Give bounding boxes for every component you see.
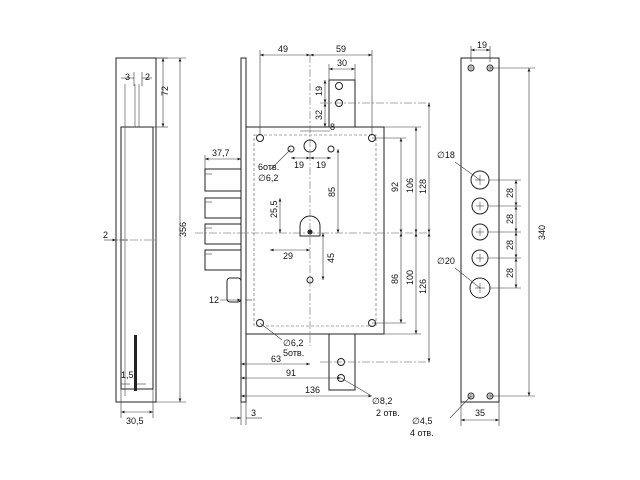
label-2-holes: 2 отв.: [376, 408, 400, 418]
label-hole-6-2-bottom: ∅6,2: [283, 338, 303, 348]
front-view: 49 59 30 19 32 8 19 19 6отв. ∅6,2 37,7 2…: [195, 44, 431, 425]
dim-28-a: 28: [505, 188, 515, 198]
dim-19-a: 19: [294, 160, 304, 170]
dim-91: 91: [286, 368, 296, 378]
faceplate: [460, 57, 500, 403]
mount-hole-bl: [256, 319, 264, 327]
mounting-pattern: [253, 134, 377, 327]
label-diameter-20: ∅20: [437, 256, 455, 266]
label-4-holes: 4 отв.: [410, 428, 434, 438]
bolt-1: [204, 168, 242, 192]
faceplate-view: 19 ∅18 28 28 28 28 ∅20 340 35 ∅4,5 4 отв…: [410, 40, 547, 438]
dim-28-b: 28: [505, 214, 515, 224]
dim-85: 85: [327, 187, 337, 197]
faceplate-edge: [240, 57, 247, 403]
dim-19-b: 19: [316, 160, 326, 170]
dim-136: 136: [305, 385, 320, 395]
dim-128: 128: [418, 179, 428, 194]
dim-side-356: 356: [178, 222, 188, 237]
dim-100: 100: [405, 270, 415, 285]
dim-12: 12: [209, 295, 219, 305]
dim-86: 86: [390, 274, 400, 284]
cylinder-cutout: [299, 215, 321, 237]
dim-92: 92: [390, 182, 400, 192]
dim-25-5: 25,5: [269, 200, 279, 218]
dim-28-c: 28: [505, 240, 515, 250]
upper-bracket: [328, 79, 356, 128]
dim-8: 8: [330, 122, 335, 132]
dim-29: 29: [283, 251, 293, 261]
dim-340: 340: [537, 225, 547, 240]
dim-side-72: 72: [160, 86, 170, 96]
dim-32-v: 32: [314, 110, 324, 120]
label-diameter-18: ∅18: [437, 150, 455, 160]
dim-45: 45: [326, 253, 336, 263]
dim-side-1-5: 1,5: [121, 370, 134, 380]
dim-106: 106: [405, 178, 415, 193]
dim-side-2: 2: [145, 72, 150, 82]
mount-hole-right-mid: [327, 145, 335, 153]
dim-30: 30: [337, 58, 347, 68]
dim-side-3: 3: [125, 72, 130, 82]
dim-side-2b: 2: [103, 230, 108, 240]
faceplate-hole-bl: [467, 392, 475, 400]
label-diameter-4-5: ∅4,5: [412, 416, 432, 426]
dim-59: 59: [336, 44, 346, 54]
dim-3: 3: [251, 408, 256, 418]
label-6-holes: 6отв.: [258, 162, 279, 172]
side-faceplate: [115, 57, 157, 403]
dim-28-d: 28: [505, 268, 515, 278]
dim-63: 63: [271, 354, 281, 364]
dim-37-7: 37,7: [212, 148, 230, 158]
mount-hole-tl: [256, 134, 264, 142]
label-hole-6-2-top: ∅6,2: [258, 173, 278, 183]
lock-body: [245, 126, 385, 335]
label-5-holes: 5отв.: [283, 348, 304, 358]
dim-side-30-5: 30,5: [126, 416, 144, 426]
mount-hole-left-mid: [287, 145, 295, 153]
bolt-2: [204, 197, 242, 219]
side-view: 3 2 72 356 2 1,5 30,5: [103, 57, 188, 426]
latch: [226, 277, 242, 303]
label-hole-8-2: ∅8,2: [372, 396, 392, 406]
dim-19-v: 19: [314, 86, 324, 96]
dim-49: 49: [278, 44, 288, 54]
faceplate-hole-tl: [467, 64, 475, 72]
dim-126: 126: [418, 279, 428, 294]
dim-right-19: 19: [477, 40, 487, 50]
bracket-hole-top: [335, 82, 343, 90]
dim-35: 35: [475, 408, 485, 418]
bolt-4: [204, 249, 242, 271]
bolt-3: [204, 223, 242, 245]
